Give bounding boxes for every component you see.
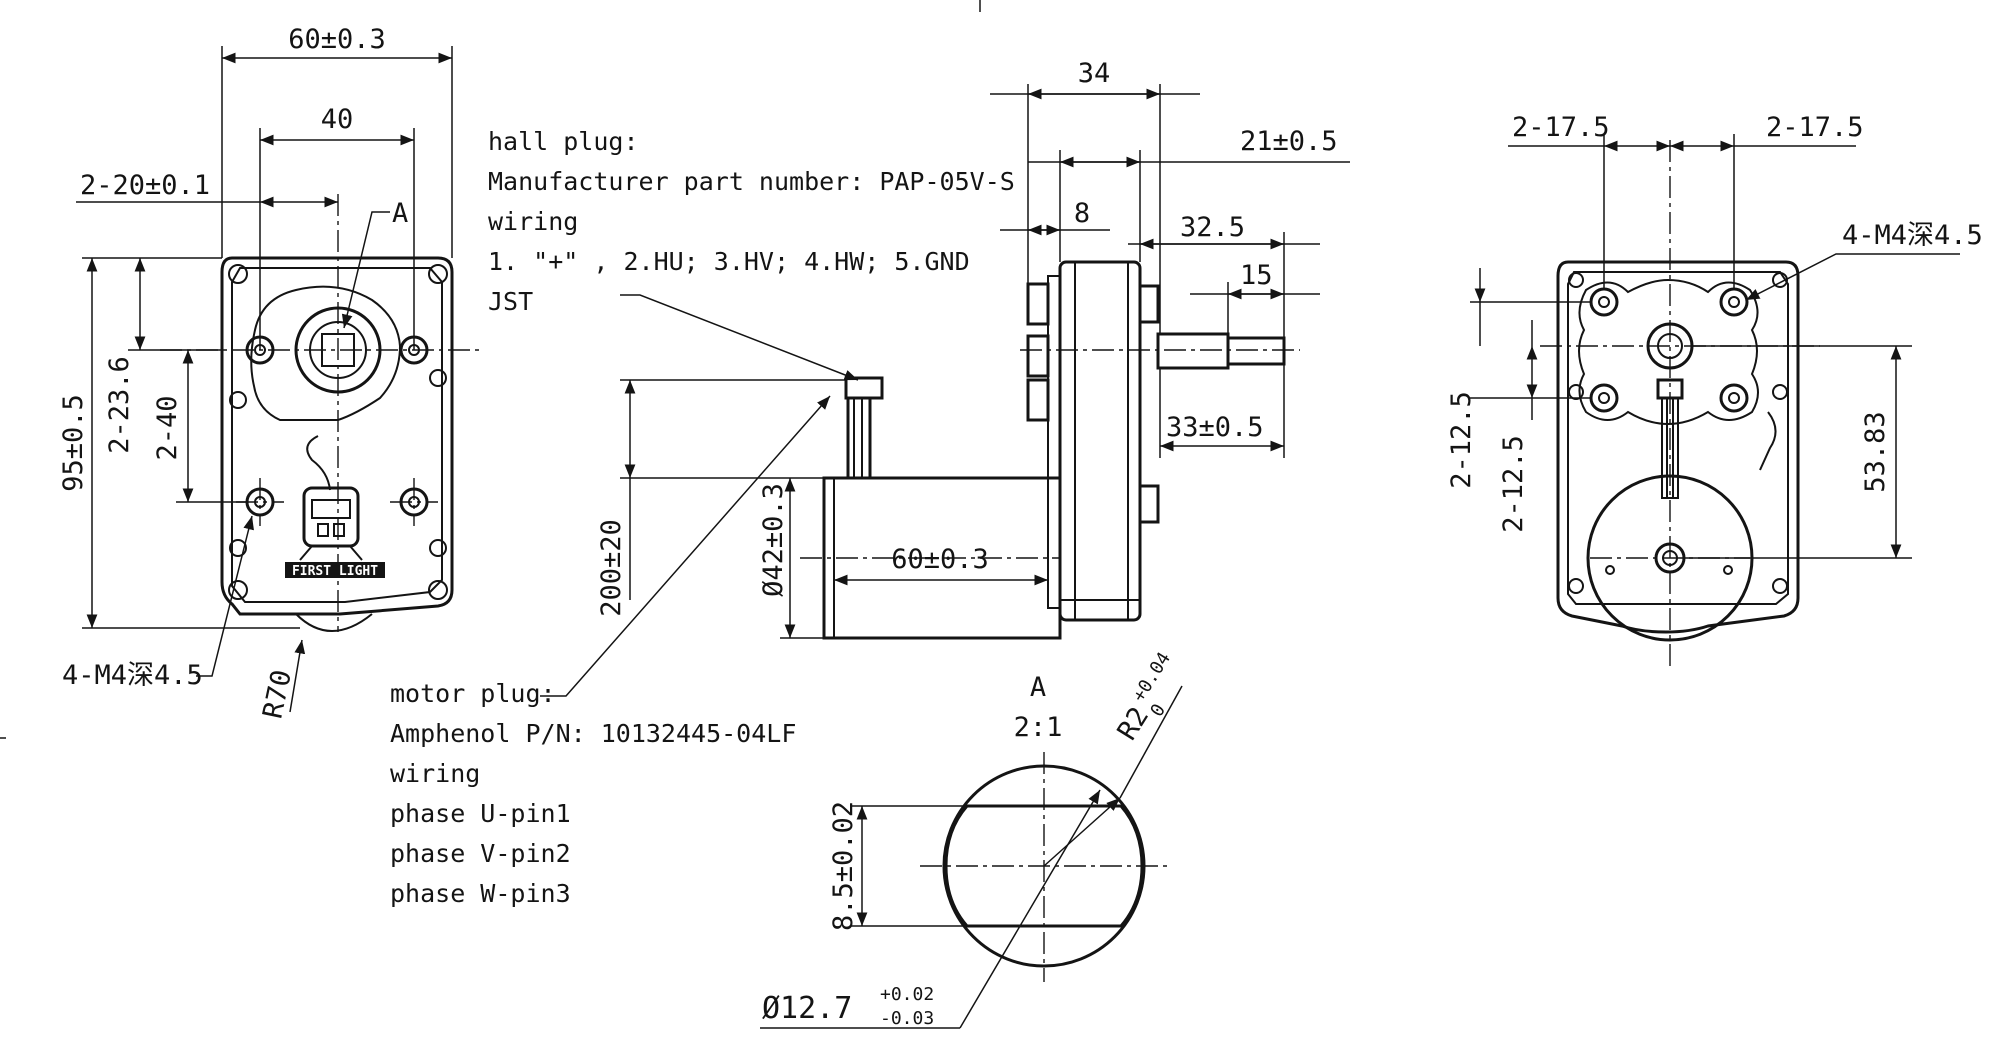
motor-pin-2: phase V-pin2 xyxy=(390,839,571,868)
first-light-logo: FIRST LIGHT xyxy=(285,435,385,579)
dim-motor-length: 60±0.3 xyxy=(891,544,989,575)
dim-side-8: 8 xyxy=(1074,198,1090,229)
dim-hole-v1: 2-23.6 xyxy=(104,356,135,454)
dim-side-34: 34 xyxy=(1078,58,1111,89)
dim-hole-v2: 2-40 xyxy=(152,395,183,460)
motor-plug-note: motor plug: Amphenol P/N: 10132445-04LF … xyxy=(390,395,831,908)
dim-hole-spacing: 40 xyxy=(321,104,354,135)
hall-plug-title: hall plug: xyxy=(488,127,639,156)
front-housing-inner xyxy=(231,267,443,603)
dim-hole-offset: 2-20±0.1 xyxy=(80,170,210,201)
rear-hole-v2: 2-12.5 xyxy=(1498,435,1529,533)
side-motor-plug xyxy=(846,396,872,480)
front-gear-plate xyxy=(250,285,402,421)
rear-view: 2-17.5 2-17.5 4-M4深4.5 2-12.5 2-12.5 53.… xyxy=(1446,112,1983,670)
detail-a-scale: 2:1 xyxy=(1014,712,1063,743)
dim-front-height: 95±0.5 xyxy=(58,394,89,492)
dim-lead-length: 200±20 xyxy=(596,519,627,617)
side-view: 34 21±0.5 8 32.5 15 33±0.5 200±20 xyxy=(596,58,1350,640)
side-output-shaft xyxy=(1156,332,1230,370)
detail-a-ref: A xyxy=(392,198,408,229)
detail-shaft-tol-upper: +0.02 xyxy=(880,984,934,1005)
hall-plug-wiring: 1. "+" , 2.HU; 3.HV; 4.HW; 5.GND xyxy=(488,247,970,276)
detail-a: A 2:1 R2 +0.04 0 8.5±0.02 Ø12.7 +0.02 -0… xyxy=(760,649,1183,1029)
logo-text: FIRST LIGHT xyxy=(292,564,378,579)
rear-flange xyxy=(1578,278,1759,426)
front-motor-bulge xyxy=(295,613,373,632)
rear-housing-outline xyxy=(1556,260,1800,634)
dim-side-15: 15 xyxy=(1240,260,1273,291)
detail-shaft-profile xyxy=(944,804,1144,928)
dim-front-width: 60±0.3 xyxy=(288,24,386,55)
detail-a-label: A xyxy=(1030,672,1046,703)
rear-hole-left: 2-17.5 xyxy=(1512,112,1610,143)
detail-radius-tol-upper: +0.04 xyxy=(1128,649,1175,706)
front-thread-holes: 4-M4深4.5 xyxy=(62,660,203,691)
dim-side-21: 21±0.5 xyxy=(1240,126,1338,157)
dim-side-32-5: 32.5 xyxy=(1180,212,1245,243)
side-shaft-tip xyxy=(1226,336,1286,366)
motor-pin-1: phase U-pin1 xyxy=(390,799,571,828)
rear-corner-screws xyxy=(1568,272,1788,594)
hall-plug-note: hall plug: Manufacturer part number: PAP… xyxy=(488,127,1015,381)
hall-plug-connector: JST xyxy=(488,287,533,316)
rear-hole-right: 2-17.5 xyxy=(1766,112,1864,143)
motor-plug-title: motor plug: xyxy=(390,679,556,708)
motor-plug-part-number: Amphenol P/N: 10132445-04LF xyxy=(390,719,796,748)
hall-plug-part-number: Manufacturer part number: PAP-05V-S xyxy=(488,167,1015,196)
detail-shaft-tol-lower: -0.03 xyxy=(880,1008,934,1029)
motor-pin-3: phase W-pin3 xyxy=(390,879,571,908)
front-radius: R70 xyxy=(257,667,297,721)
side-hall-plug xyxy=(844,376,884,400)
dim-side-33: 33±0.5 xyxy=(1166,412,1264,443)
front-view: FIRST LIGHT 60±0.3 40 2-20±0.1 A 95±0.5 xyxy=(58,24,484,721)
rear-height: 53.83 xyxy=(1860,411,1891,492)
motor-plug-wiring-label: wiring xyxy=(390,759,480,788)
rear-screw-holes xyxy=(1589,287,1749,413)
front-corner-screws xyxy=(228,264,448,600)
dim-motor-diameter: Ø42±0.3 xyxy=(758,483,789,597)
hall-plug-wiring-label: wiring xyxy=(488,207,578,236)
detail-shaft-diameter: Ø12.7 xyxy=(762,991,852,1026)
rear-hole-v1: 2-12.5 xyxy=(1446,391,1477,489)
rear-thread-holes: 4-M4深4.5 xyxy=(1842,220,1983,251)
front-housing-outline xyxy=(220,256,454,616)
detail-flat-width: 8.5±0.02 xyxy=(828,801,859,931)
rear-housing-inner xyxy=(1567,271,1789,605)
